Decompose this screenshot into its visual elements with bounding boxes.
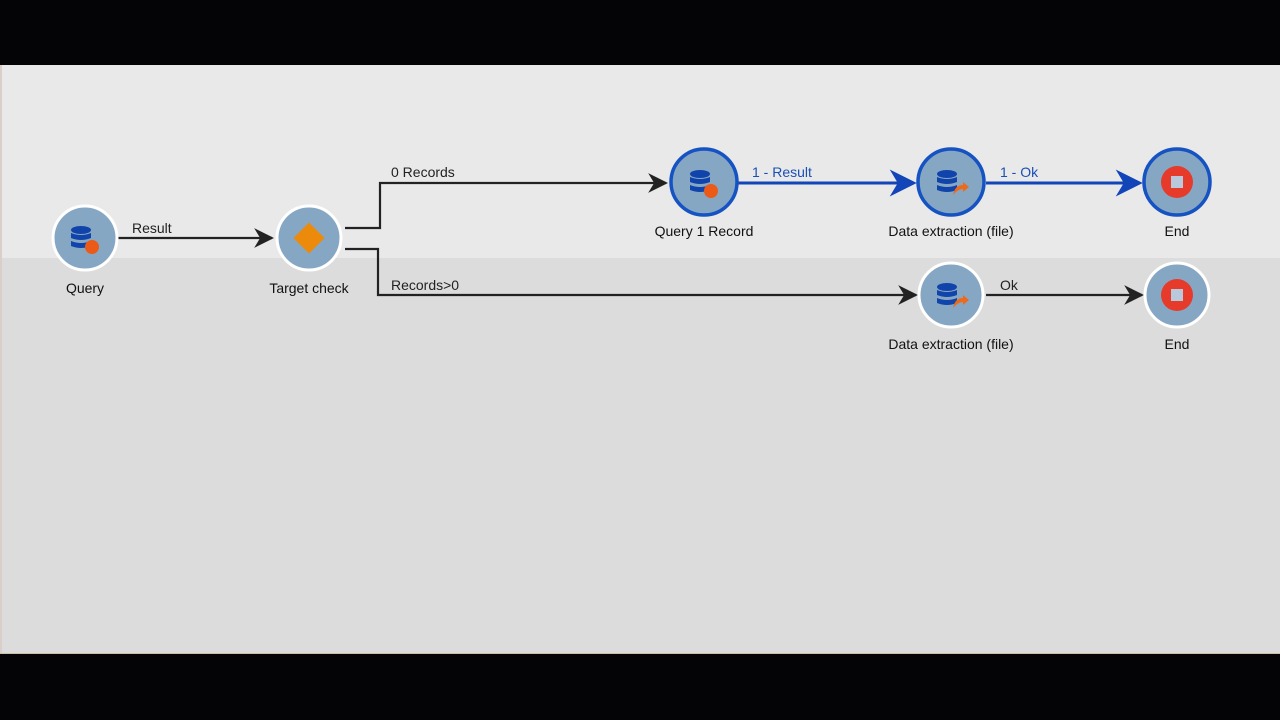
transition-0-records[interactable]: 0 Records: [345, 164, 668, 230]
node-query-1-record[interactable]: Query 1 Record: [655, 147, 754, 239]
transition-1-result[interactable]: 1 - Result: [738, 164, 917, 197]
transition-label: Records>0: [391, 277, 459, 293]
node-target-check[interactable]: Target check: [269, 204, 350, 296]
node-label: Data extraction (file): [888, 223, 1013, 239]
transition-label: Ok: [1000, 277, 1019, 293]
node-label: End: [1165, 336, 1190, 352]
export-arrow-icon: [953, 295, 969, 308]
transition-label: 1 - Ok: [1000, 164, 1039, 180]
node-end-1[interactable]: End: [1142, 147, 1212, 239]
query-badge-icon: [85, 240, 99, 254]
node-label: Target check: [269, 280, 349, 296]
transition-records-gt-0[interactable]: Records>0: [345, 247, 918, 305]
node-label: Data extraction (file): [888, 336, 1013, 352]
canvas-edge: [0, 65, 2, 653]
query-badge-icon: [704, 184, 718, 198]
diamond-icon: [293, 222, 325, 254]
node-query[interactable]: Query: [51, 204, 119, 296]
transition-ok[interactable]: Ok: [986, 277, 1144, 305]
workflow-diagram: Result 0 Records Records>0 1 - Result 1 …: [51, 147, 1212, 352]
node-label: Query: [66, 280, 104, 296]
transition-label: 0 Records: [391, 164, 455, 180]
node-end-2[interactable]: End: [1143, 261, 1211, 352]
workflow-canvas[interactable]: Result 0 Records Records>0 1 - Result 1 …: [0, 65, 1280, 654]
node-label: Query 1 Record: [655, 223, 754, 239]
transition-result[interactable]: Result: [118, 220, 274, 248]
transition-label: 1 - Result: [752, 164, 812, 180]
node-data-extraction-2[interactable]: Data extraction (file): [888, 261, 1014, 352]
database-icon: [937, 283, 957, 305]
canvas-top-band: [0, 65, 1280, 258]
export-arrow-icon: [953, 182, 969, 195]
database-icon: [937, 170, 957, 192]
node-label: End: [1165, 223, 1190, 239]
transition-label: Result: [132, 220, 172, 236]
transition-1-ok[interactable]: 1 - Ok: [986, 164, 1143, 197]
node-data-extraction-1[interactable]: Data extraction (file): [888, 147, 1014, 239]
